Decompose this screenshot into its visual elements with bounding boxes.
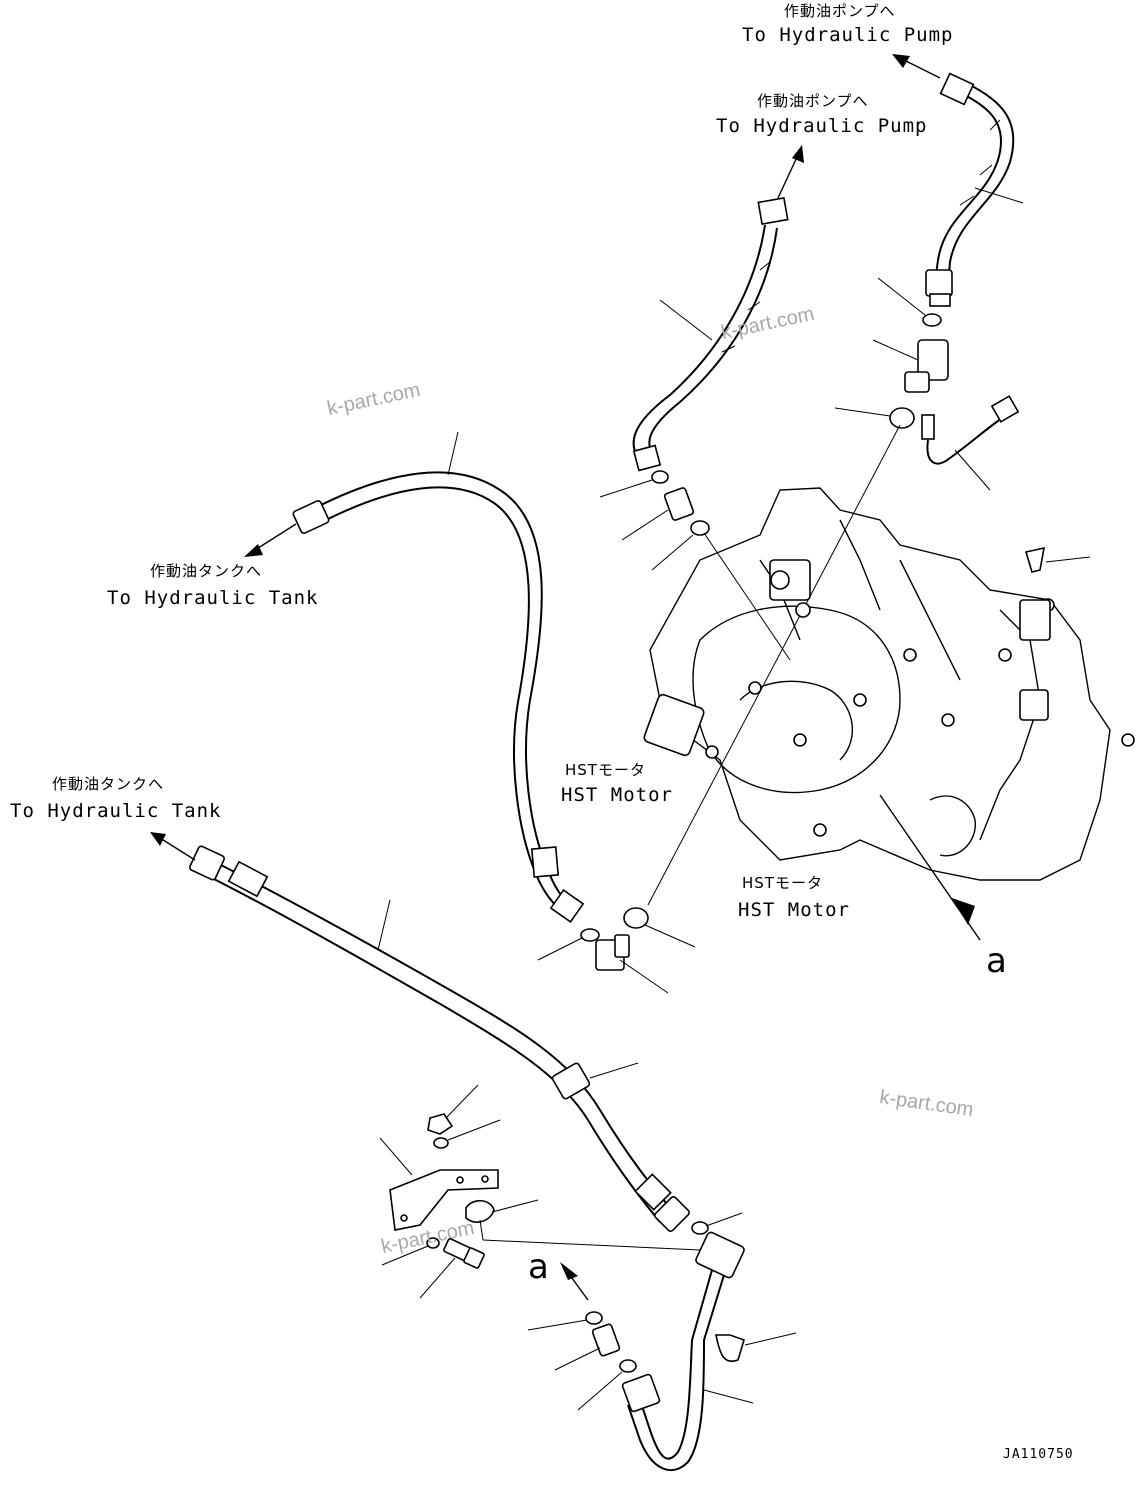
motor-label-right-jp: HSTモータ [742, 874, 823, 892]
view-a-label-right: a [986, 941, 1007, 981]
leader-line [644, 924, 696, 948]
hst-motor-assembly [643, 487, 1135, 881]
leader-line [974, 187, 1024, 204]
drawing-code: JA110750 [1003, 1447, 1074, 1462]
o-ring [585, 1311, 603, 1325]
motor-label-left-en: HST Motor [561, 784, 673, 806]
o-ring [922, 313, 942, 327]
leader-line [647, 424, 901, 906]
o-ring [690, 520, 710, 536]
leader-line [659, 299, 713, 341]
leader-line [577, 1371, 623, 1411]
leader-line [619, 959, 669, 994]
tube-assembly [621, 1231, 745, 1472]
leader-line [834, 407, 891, 417]
bolt [443, 1238, 485, 1269]
tank-label-lower-en: To Hydraulic Tank [10, 800, 222, 822]
leader-line [1045, 556, 1091, 563]
washer [426, 1237, 440, 1249]
nut [427, 1113, 454, 1135]
tee-fitting [904, 339, 949, 393]
leader-line [491, 1199, 539, 1213]
leader-line [377, 899, 391, 951]
tank-label-lower-jp: 作動油タンクへ [52, 775, 165, 793]
tank-hose-lower [189, 845, 690, 1232]
leader-line [599, 479, 653, 498]
leader-line [703, 532, 791, 661]
leader-line [447, 431, 459, 476]
leader-line [447, 1119, 501, 1141]
pump-label-top-en: To Hydraulic Pump [742, 24, 954, 46]
reference-line [482, 1239, 701, 1251]
pump-hose-upper [925, 72, 1015, 307]
bracket [389, 1169, 499, 1231]
leader-line [379, 1137, 413, 1176]
arrow-to-pump-top [892, 54, 941, 79]
pump-hose-middle [632, 196, 789, 472]
leader-line [705, 1212, 743, 1227]
leader-line [527, 1319, 588, 1331]
view-a-arrow-right [879, 794, 981, 941]
o-ring [623, 907, 649, 929]
adapter-fitting [663, 487, 695, 521]
leader-line [537, 937, 583, 961]
leader-line [744, 1332, 797, 1346]
o-ring [889, 407, 915, 429]
plug [1024, 546, 1046, 573]
arrow-to-tank-upper [244, 523, 297, 557]
tank-label-upper-jp: 作動油タンクへ [150, 562, 263, 580]
pump-label-middle-jp: 作動油ポンプへ [757, 92, 869, 110]
o-ring [619, 1359, 637, 1373]
leader-line [651, 534, 694, 571]
o-ring [651, 470, 669, 484]
leader-line [877, 277, 926, 316]
view-a-arrow-left [560, 1262, 589, 1301]
arrow-to-tank-lower [150, 832, 196, 861]
tank-hose-upper [292, 471, 585, 924]
leader-line [703, 1389, 754, 1404]
clamp [465, 1199, 495, 1223]
motor-label-right-en: HST Motor [738, 899, 850, 921]
leader-line [872, 339, 919, 361]
pump-label-top-jp: 作動油ポンプへ [784, 2, 896, 20]
adapter-fitting [591, 1323, 621, 1357]
reference-line [479, 1219, 484, 1241]
sensor-harness [921, 395, 1020, 465]
leader-line [419, 1257, 456, 1299]
leader-line [954, 449, 991, 491]
arrow-to-pump-middle [777, 145, 804, 199]
leader-line [621, 509, 669, 541]
leader-line [445, 1084, 479, 1119]
tank-label-upper-en: To Hydraulic Tank [107, 587, 319, 609]
motor-label-left-jp: HSTモータ [565, 761, 646, 779]
washer [433, 1137, 449, 1149]
leader-line [381, 1245, 429, 1266]
view-a-label-left: a [528, 1247, 549, 1287]
o-ring [691, 1221, 709, 1235]
pump-label-middle-en: To Hydraulic Pump [716, 115, 928, 137]
o-ring [580, 928, 600, 942]
leader-line [589, 1062, 639, 1079]
leader-line [554, 1347, 601, 1371]
elbow-fitting [595, 934, 630, 971]
